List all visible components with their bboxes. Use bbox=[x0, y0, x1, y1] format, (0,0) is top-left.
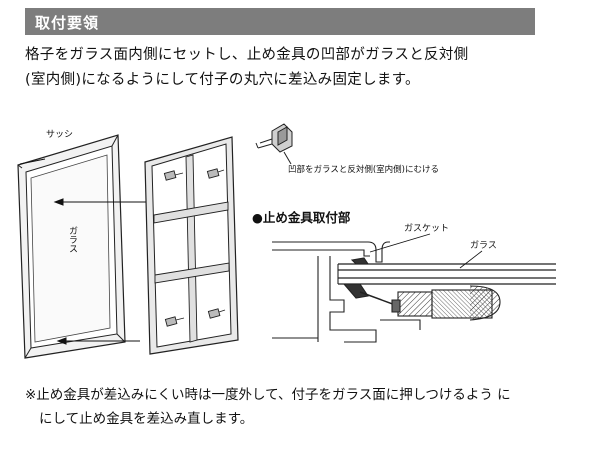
sash-frame bbox=[17, 134, 126, 359]
glass-label-2: ガラス bbox=[470, 240, 497, 251]
clip-caption: 凹部をガラスと反対側(室内側)にむける bbox=[288, 164, 439, 175]
note-line-1: ※止め金具が差込みにくい時は一度外して、付子をガラス面に押しつけるよう に bbox=[25, 387, 511, 403]
lattice-clip bbox=[163, 168, 226, 327]
glass-label: ガラス bbox=[67, 226, 78, 253]
clip-detail-icon bbox=[255, 123, 293, 165]
section-header: 取付要領 bbox=[25, 8, 535, 35]
intro-text: 格子をガラス面内側にセットし、止め金具の凹部がガラスと反対側 (室内側)になるよ… bbox=[25, 43, 585, 93]
intro-line-2: (室内側)になるようにして付子の丸穴に差込み固定します。 bbox=[25, 72, 420, 88]
gasket-label: ガスケット bbox=[404, 223, 449, 234]
sash-label: サッシ bbox=[46, 129, 73, 140]
intro-line-1: 格子をガラス面内側にセットし、止め金具の凹部がガラスと反対側 bbox=[25, 47, 469, 63]
lattice-grid bbox=[144, 136, 239, 355]
note-text: ※止め金具が差込みにくい時は一度外して、付子をガラス面に押しつけるよう に にし… bbox=[25, 383, 585, 431]
clip-mount-title: ●止め金具取付部 bbox=[252, 210, 351, 225]
note-line-2: にして止め金具を差込み直します。 bbox=[39, 411, 254, 427]
cross-section-detail bbox=[272, 241, 556, 343]
section-title: 取付要領 bbox=[35, 14, 100, 32]
insert-arrows bbox=[19, 158, 150, 345]
